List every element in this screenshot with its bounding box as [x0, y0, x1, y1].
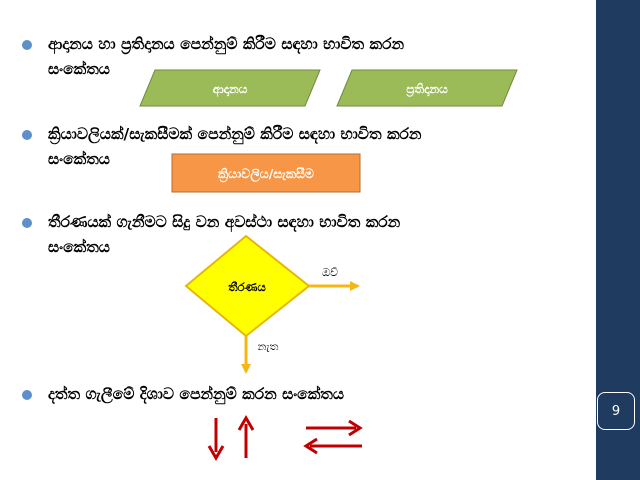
output-shape-label: ප්‍රතිදානය — [406, 82, 448, 98]
bullet-2-line-1: ක්‍රියාවලියක්/සැකසීමක් පෙන්නුම් කිරීම සඳ… — [48, 125, 422, 143]
bullet-dot — [22, 40, 32, 50]
bullet-1-line-1: ආදානය හා ප්‍රතිදානය පෙන්නුම් කිරීම සඳහා … — [48, 35, 405, 53]
input-parallelogram: ආදානය — [139, 69, 321, 107]
output-parallelogram: ප්‍රතිදානය — [336, 69, 518, 107]
input-shape-label: ආදානය — [213, 82, 248, 97]
bullet-dot — [22, 130, 32, 140]
right-arrow-icon — [306, 419, 363, 437]
bullet-4-line-1: දත්ත ගැලීමේ දිශාව පෙන්නුම් කරන සංකේතය — [48, 385, 345, 403]
page-number-badge: 9 — [597, 392, 635, 430]
up-arrow-icon — [237, 415, 255, 458]
flowchart-shapes: ආදානය ප්‍රතිදානය ක්‍රියාවලිය/සැකසීම තීරණ… — [139, 69, 518, 461]
process-shape-label: ක්‍රියාවලිය/සැකසීම — [218, 166, 315, 183]
bullet-3-line-2: සංකේතය — [48, 238, 110, 256]
bullet-2-line-2: සංකේතය — [48, 150, 110, 168]
yes-label: ඔව් — [322, 266, 338, 279]
bullet-1-line-2: සංකේතය — [48, 60, 110, 78]
decision-diamond: තීරණය — [184, 234, 311, 338]
bullet-dot — [22, 390, 32, 400]
left-arrow-icon — [303, 437, 362, 455]
down-arrow-icon — [207, 418, 225, 461]
process-rectangle: ක්‍රියාවලිය/සැකසීම — [171, 153, 361, 193]
bullet-dot — [22, 218, 32, 228]
bullet-3-line-1: තීරණයක් ගැනීමට සිදු වන අවස්ථා සඳහා භාවිත… — [48, 213, 401, 231]
no-label: නැත — [258, 340, 279, 353]
decision-label: තීරණය — [228, 280, 266, 294]
